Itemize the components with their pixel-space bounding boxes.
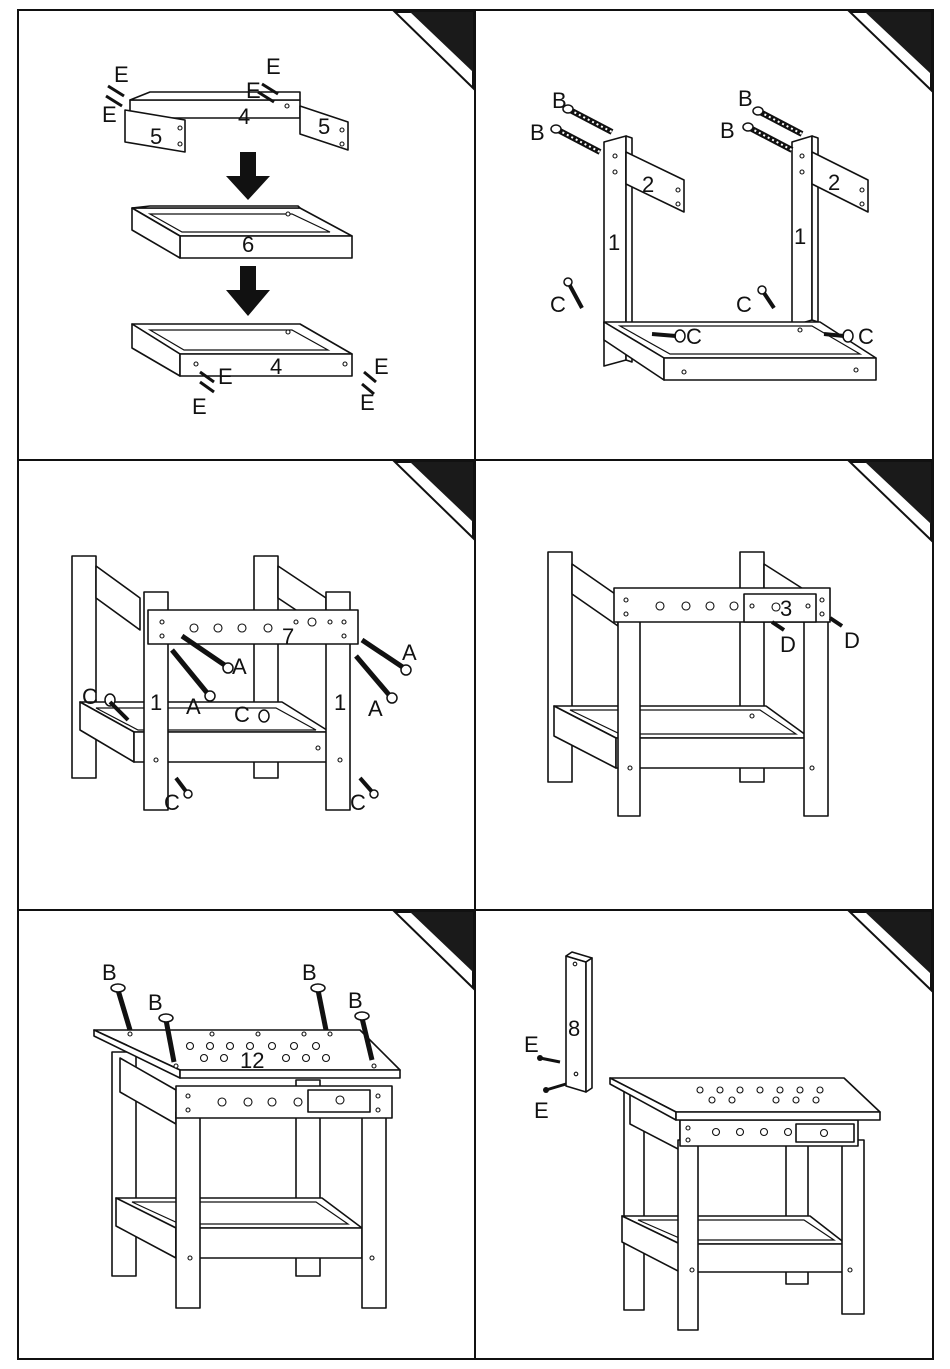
part-label: 7 [282, 624, 294, 649]
part-label: 6 [242, 232, 254, 257]
hardware-label: C [350, 790, 366, 815]
hardware-label: C [736, 292, 752, 317]
shelf-assembled [132, 324, 352, 376]
hardware-label: E [360, 390, 375, 415]
bench-with-top [610, 1078, 880, 1330]
bench-frame [72, 556, 358, 810]
part-label: 3 [780, 596, 792, 621]
down-arrow [226, 152, 270, 200]
hardware-label: E [102, 102, 117, 127]
hardware-label: B [720, 118, 735, 143]
bench-frame [548, 552, 830, 816]
part-label: 2 [828, 170, 840, 195]
hardware-label: A [402, 640, 417, 665]
hardware-label: C [550, 292, 566, 317]
part-label: 1 [608, 230, 620, 255]
part-label: 8 [568, 1016, 580, 1041]
hardware-label: A [186, 694, 201, 719]
part-label: 5 [150, 124, 162, 149]
hardware-label: C [858, 324, 874, 349]
hardware-label: D [780, 632, 796, 657]
step-1-panel: E E E E 5 4 5 6 [102, 54, 389, 419]
part-label: 1 [334, 690, 346, 715]
hardware-label: A [368, 696, 383, 721]
hardware-label: E [524, 1032, 539, 1057]
part-label: 12 [240, 1048, 264, 1073]
part-label: 2 [642, 172, 654, 197]
hardware-label: B [302, 960, 317, 985]
hardware-label: E [374, 354, 389, 379]
hardware-label: D [844, 628, 860, 653]
hardware-label: B [552, 88, 567, 113]
step-5-panel: 12 B B B B [94, 960, 400, 1308]
step-3-panel: 7 1 1 A A A A C C C C [72, 556, 417, 815]
part-label: 4 [270, 354, 282, 379]
part-label: 4 [238, 104, 250, 129]
hardware-label: B [530, 120, 545, 145]
hardware-label: C [164, 790, 180, 815]
part-label: 1 [794, 224, 806, 249]
hardware-label: E [266, 54, 281, 79]
hardware-label: B [102, 960, 117, 985]
hardware-label: C [686, 324, 702, 349]
hardware-label: C [234, 702, 250, 727]
hardware-label: E [246, 78, 261, 103]
hardware-label: E [218, 364, 233, 389]
hardware-label: B [348, 988, 363, 1013]
step-6-panel: 8 E E [524, 952, 880, 1330]
hardware-label: E [192, 394, 207, 419]
part-label: 1 [150, 690, 162, 715]
hardware-label: A [232, 654, 247, 679]
hardware-label: B [148, 990, 163, 1015]
hardware-label: B [738, 86, 753, 111]
hardware-label: E [114, 62, 129, 87]
hardware-label: E [534, 1098, 549, 1123]
step-4-panel: 3 D D [548, 552, 860, 816]
part-label: 5 [318, 114, 330, 139]
hardware-label: C [82, 684, 98, 709]
step-2-panel: B B B B 2 1 2 1 C C C C [530, 86, 876, 380]
down-arrow [226, 266, 270, 316]
